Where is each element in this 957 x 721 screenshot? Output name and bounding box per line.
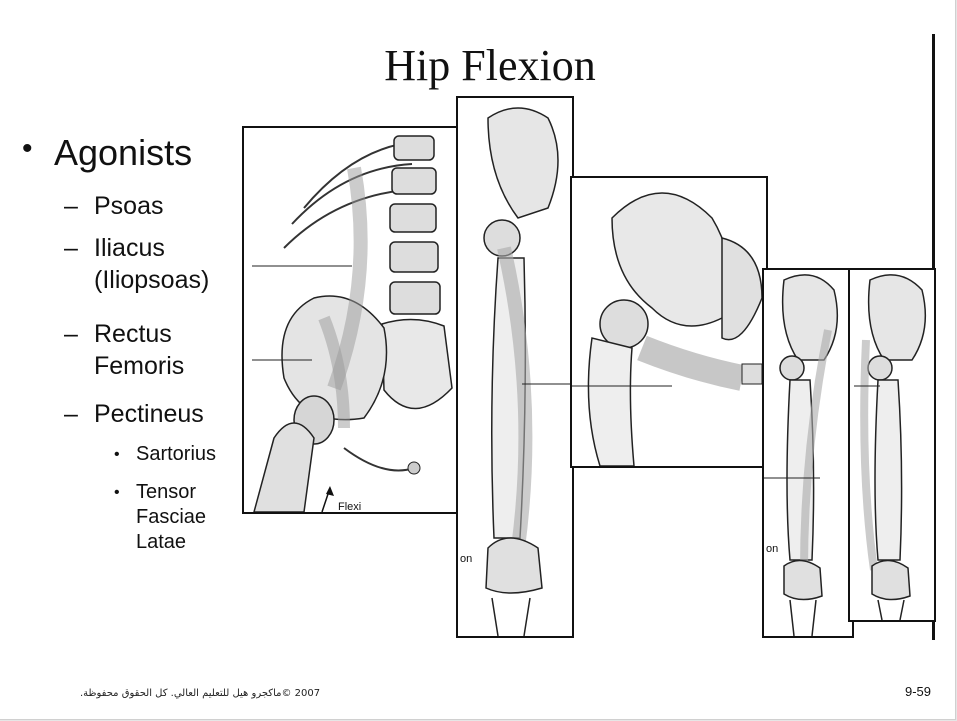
dash-icon: – bbox=[64, 190, 78, 222]
sub-bullet-text: Psoas bbox=[94, 190, 163, 222]
bullet-dot-icon: • bbox=[114, 442, 120, 467]
anatomy-figure-pectineus bbox=[570, 176, 768, 468]
sub-bullet-text: Iliacus (Iliopsoas) bbox=[94, 232, 209, 296]
bullet-dot-icon: • bbox=[22, 132, 33, 166]
panel4-caption: on bbox=[766, 543, 778, 555]
minor-bullet-text: Sartorius bbox=[136, 442, 216, 467]
page-number: 9-59 bbox=[905, 684, 931, 699]
panel2-caption: on bbox=[460, 553, 472, 565]
panel1-caption: Flexi bbox=[338, 501, 361, 512]
pectineus-illustration bbox=[572, 178, 766, 466]
sub-bullet-text: Pectineus bbox=[94, 398, 204, 430]
bullet-dot-icon: • bbox=[114, 480, 120, 505]
anatomy-figure-rectus-femoris: on bbox=[456, 96, 574, 638]
dash-icon: – bbox=[64, 318, 78, 350]
dash-icon: – bbox=[64, 232, 78, 264]
minor-bullet-text: Tensor Fasciae Latae bbox=[136, 480, 206, 555]
anatomy-figure-sartorius: on bbox=[762, 268, 854, 638]
sub-bullet-text: Rectus Femoris bbox=[94, 318, 184, 382]
dash-icon: – bbox=[64, 398, 78, 430]
sartorius-illustration: on bbox=[764, 270, 852, 636]
bullet-text: Agonists bbox=[54, 132, 192, 174]
rectus-femoris-illustration: on bbox=[458, 98, 572, 636]
copyright-footer: 2007 ©ماكجرو هيل للتعليم العالي. كل الحق… bbox=[80, 688, 380, 699]
slide-title: Hip Flexion bbox=[300, 40, 680, 91]
iliopsoas-illustration: Flexi bbox=[244, 128, 460, 512]
anatomy-figure-iliopsoas: Flexi bbox=[242, 126, 462, 514]
tensor-fasciae-latae-illustration bbox=[850, 270, 934, 620]
anatomy-figure-tensor-fasciae-latae bbox=[848, 268, 936, 622]
